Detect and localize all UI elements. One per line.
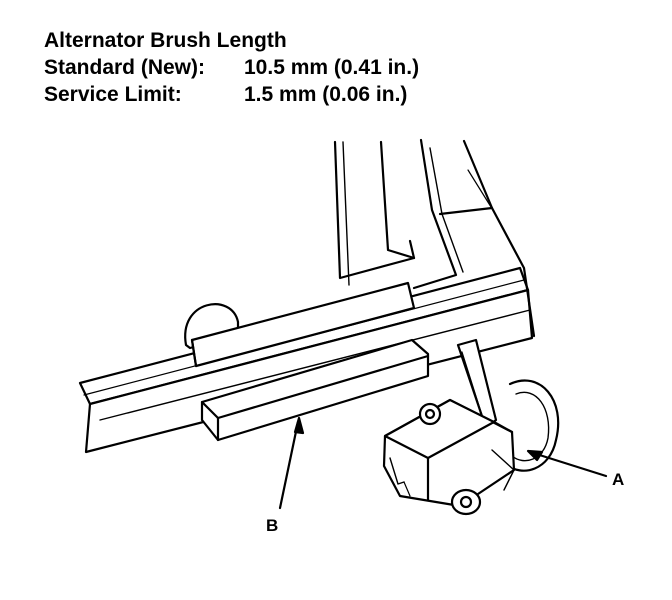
spec-title: Alternator Brush Length <box>44 29 287 52</box>
leader-line-b <box>278 416 305 510</box>
brush-holder <box>382 379 560 516</box>
leader-line-a <box>526 449 608 478</box>
limit-label: Service Limit: <box>44 83 182 106</box>
upper-jaw-frame <box>333 138 536 338</box>
spec-standard-row: Standard (New): 10.5 mm (0.41 in.) <box>44 54 419 81</box>
callout-a-label: A <box>612 470 625 489</box>
callout-b-label: B <box>266 516 279 535</box>
lower-slider <box>200 338 430 442</box>
standard-value: 10.5 mm (0.41 in.) <box>244 56 420 79</box>
spec-limit-row: Service Limit: 1.5 mm (0.06 in.) <box>44 81 419 108</box>
limit-value: 1.5 mm (0.06 in.) <box>244 83 408 106</box>
standard-label: Standard (New): <box>44 56 206 79</box>
upper-slider <box>190 281 416 368</box>
spec-block: Alternator Brush Length Standard (New): 1… <box>44 27 419 108</box>
